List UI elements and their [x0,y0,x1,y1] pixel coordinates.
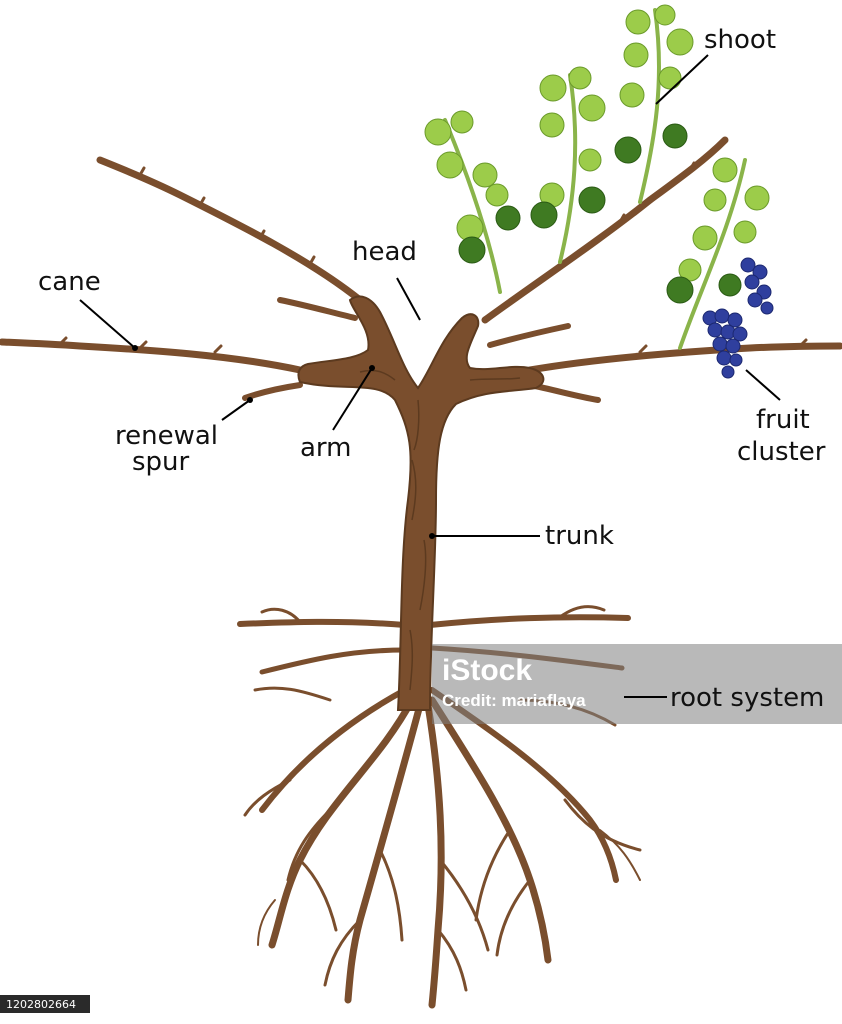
label-fruit-cluster-line2: cluster [737,437,826,467]
grape-cluster [702,257,774,379]
shoots-drawing [424,4,774,379]
stock-id-tag: 1202802664 [0,995,90,1013]
label-trunk: trunk [545,521,614,551]
labels: shoot head cane renewal spur arm fruit c… [38,25,826,713]
watermark-band [432,644,842,724]
stock-id: 1202802664 [6,998,76,1011]
label-arm: arm [300,433,352,463]
label-shoot: shoot [704,25,776,55]
label-fruit-cluster-line1: fruit [756,405,810,435]
watermark: iStock Credit: mariaflaya [432,644,842,724]
label-renewal-spur-line1: renewal [115,421,218,451]
leader-lines [79,54,781,698]
label-renewal-spur-line2: spur [132,447,190,477]
watermark-credit: Credit: mariaflaya [442,691,586,710]
label-head: head [352,237,417,267]
label-cane: cane [38,267,101,297]
label-root-system: root system [670,683,824,713]
canes-drawing [0,136,842,403]
watermark-brand: iStock [442,654,532,687]
trunk-drawing [297,295,545,711]
